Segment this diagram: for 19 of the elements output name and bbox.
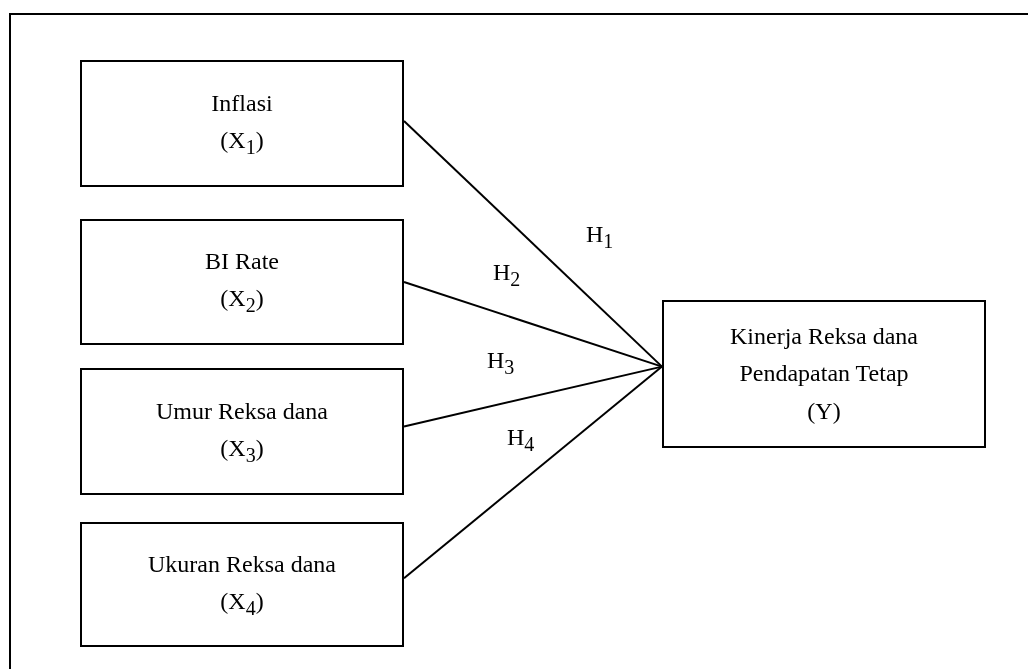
- variable-symbol: (Y): [807, 396, 841, 426]
- variable-symbol: (X$_{2}$): [220, 284, 264, 318]
- variable-box: [80, 219, 404, 345]
- variable-name: Ukuran Reksa dana: [148, 549, 336, 579]
- connector-line: [403, 365, 663, 580]
- connector-line: [403, 365, 663, 428]
- variable-symbol: (X$_{1}$): [220, 125, 264, 160]
- connector-line: [403, 119, 663, 368]
- variable-name: Umur Reksa dana: [156, 396, 328, 426]
- variable-box: [80, 60, 404, 187]
- variable-box: [80, 368, 404, 495]
- variable-name: BI Rate: [205, 247, 279, 276]
- variable-symbol: (X$_{4}$): [220, 586, 264, 621]
- variable-name: Kinerja Reksa dana Pendapatan Tetap: [729, 322, 919, 389]
- variable-symbol: (X$_{3}$): [220, 433, 264, 468]
- variable-box: [80, 522, 404, 647]
- connector-line: [403, 281, 663, 368]
- variable-box: [662, 300, 986, 448]
- variable-name: Inflasi: [211, 88, 273, 118]
